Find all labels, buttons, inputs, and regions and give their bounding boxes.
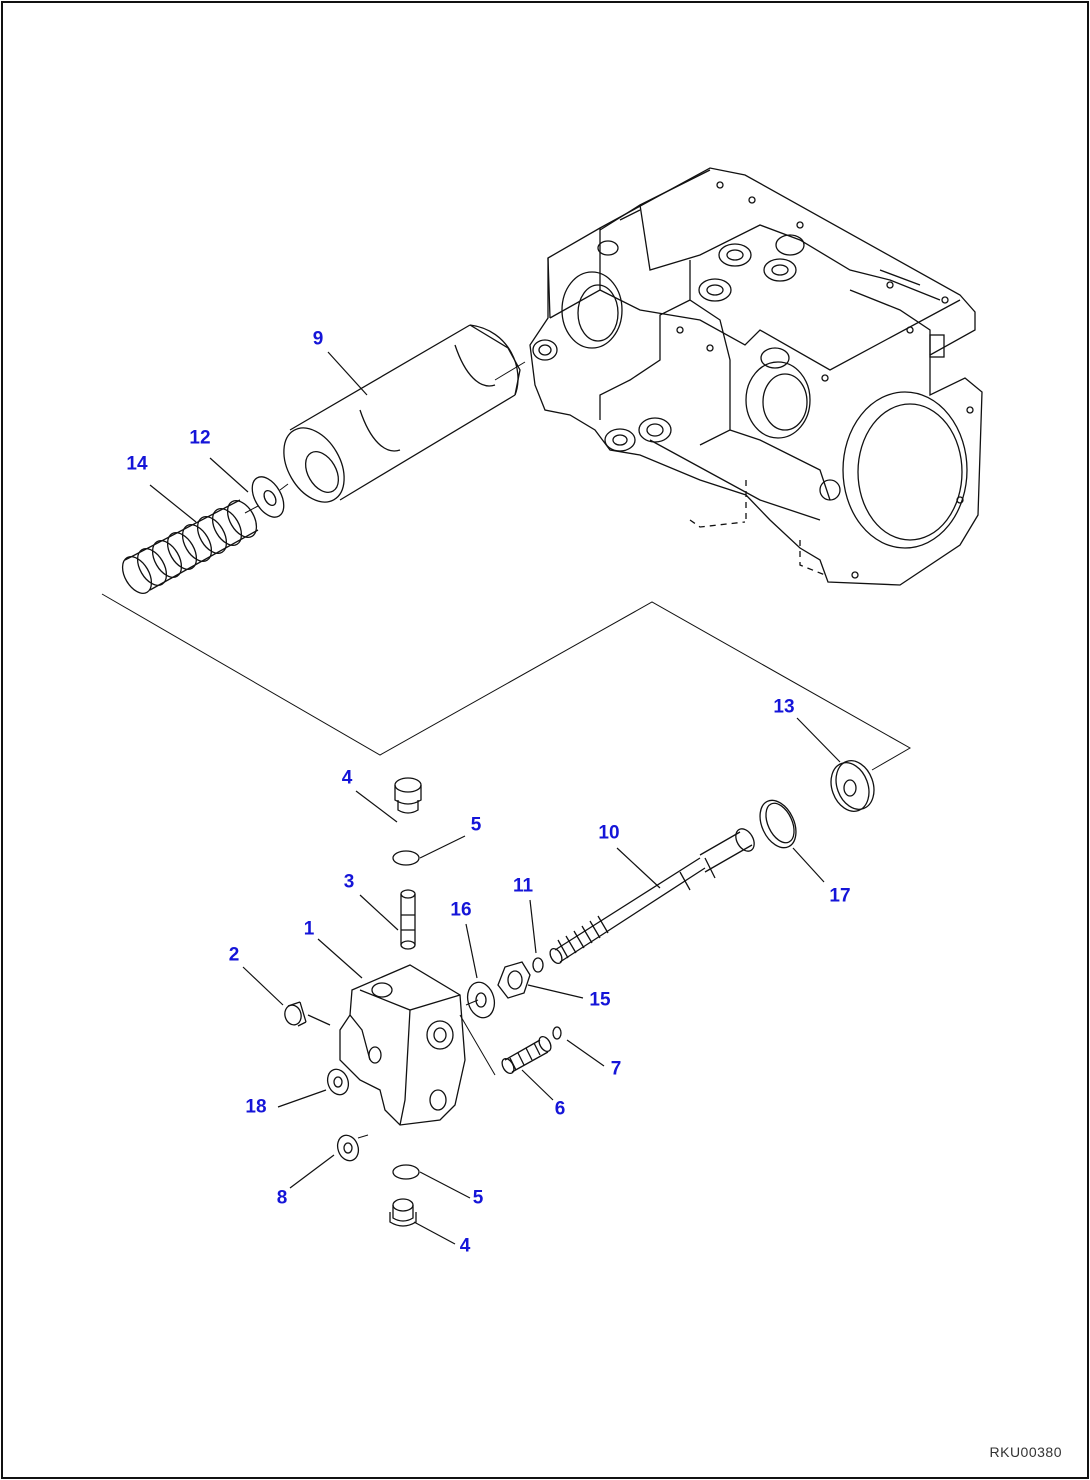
callout-13: 13 — [773, 696, 795, 718]
callout-10: 10 — [598, 822, 620, 844]
part-5-o-ring-bottom — [392, 1164, 420, 1180]
callout-17: 17 — [829, 885, 851, 907]
alignment-lines — [357, 999, 496, 1139]
part-4-plug-bottom — [389, 1198, 417, 1227]
callout-15: 15 — [589, 989, 611, 1011]
callout-9: 9 — [312, 328, 324, 350]
callout-2: 2 — [228, 944, 240, 966]
callout-18: 18 — [245, 1096, 267, 1118]
leader-lines — [149, 351, 841, 1245]
part-12-washer — [251, 476, 285, 518]
part-14-spring — [121, 499, 259, 594]
part-13-cap — [830, 760, 875, 812]
part-15-nut — [497, 961, 531, 999]
part-18-washer — [326, 1068, 350, 1096]
part-2-plug — [284, 1001, 331, 1027]
part-11-o-ring — [532, 957, 544, 973]
part-9-sleeve — [283, 324, 521, 503]
part-3-pin — [400, 889, 416, 950]
part-6-spring-plug — [501, 1035, 552, 1075]
callout-4: 4 — [341, 767, 353, 789]
assembly-lines — [101, 361, 912, 771]
part-16-seat — [466, 981, 496, 1019]
part-8-washer — [336, 1134, 360, 1162]
part-10-rod — [549, 828, 755, 965]
callout-11: 11 — [512, 875, 534, 897]
callout-1: 1 — [303, 918, 315, 940]
pump-housing — [529, 167, 983, 586]
callout-5: 5 — [472, 1187, 484, 1209]
drawing-code: RKU00380 — [989, 1444, 1062, 1460]
part-4-plug-top — [394, 777, 422, 814]
callout-16: 16 — [450, 899, 472, 921]
callout-7: 7 — [610, 1058, 622, 1080]
part-7-ring — [552, 1026, 562, 1040]
callout-12: 12 — [189, 427, 211, 449]
callout-14: 14 — [126, 453, 148, 475]
part-5-o-ring-top — [392, 850, 420, 866]
callout-8: 8 — [276, 1187, 288, 1209]
callout-5: 5 — [470, 814, 482, 836]
callout-6: 6 — [554, 1098, 566, 1120]
part-17-snap-ring — [759, 799, 797, 849]
callout-4: 4 — [459, 1235, 471, 1257]
part-1-valve-body — [339, 964, 466, 1126]
callout-3: 3 — [343, 871, 355, 893]
